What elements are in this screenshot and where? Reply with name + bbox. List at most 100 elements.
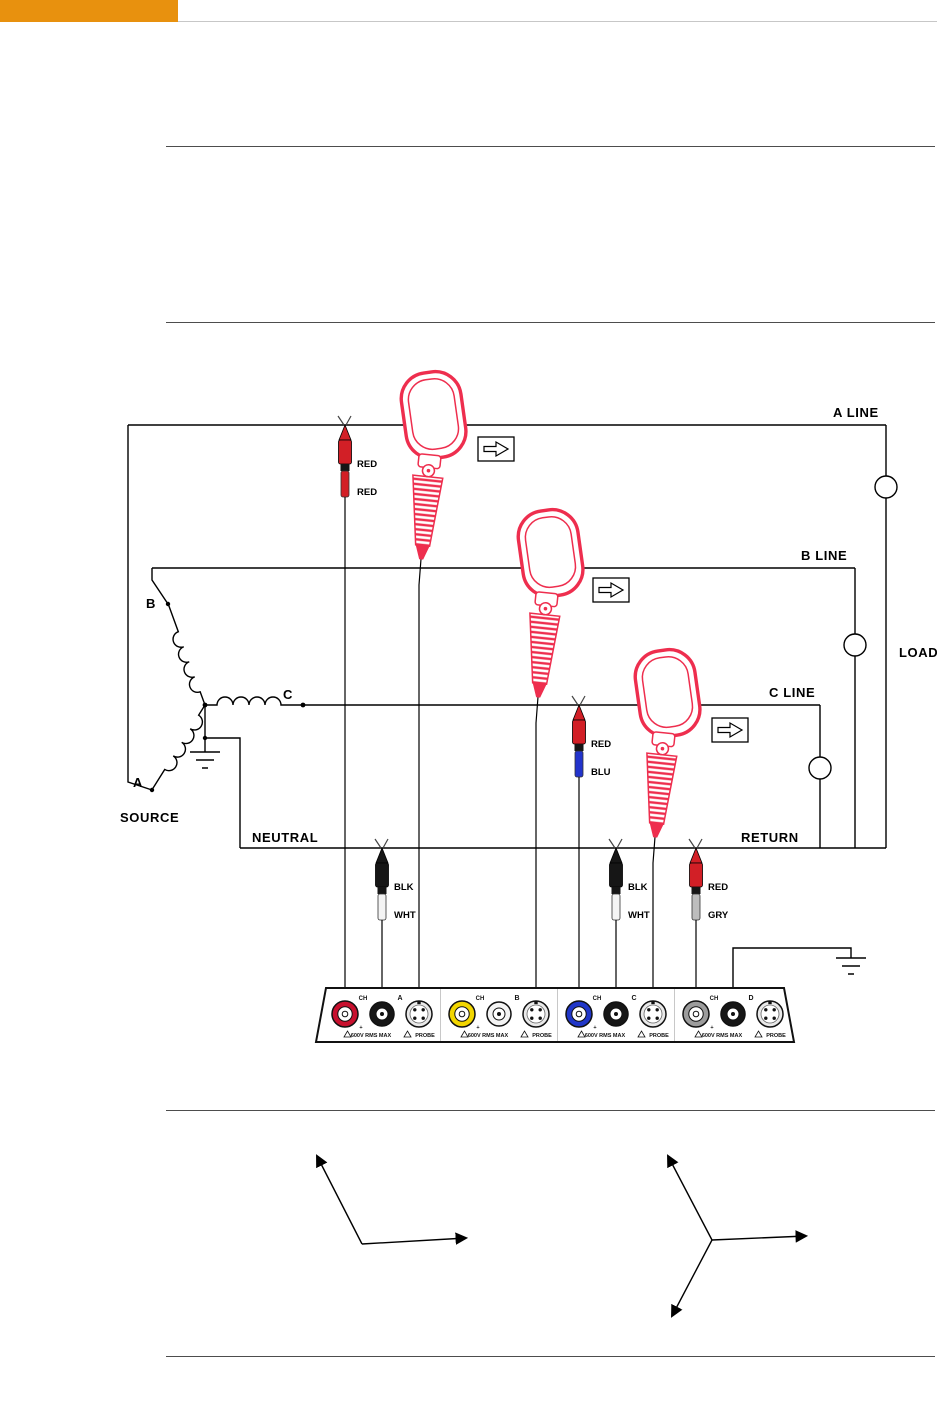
rating-label: 600V RMS MAX	[351, 1033, 392, 1039]
wire-phase-a-feed	[127, 425, 153, 791]
junction-dot	[149, 787, 155, 793]
probe-lead-label: BLU	[591, 767, 611, 778]
warning-icon	[694, 1030, 703, 1038]
channel-letter: D	[748, 995, 753, 1002]
channel-label: CH	[476, 996, 485, 1002]
channel-letter: A	[397, 995, 402, 1002]
probe-lead-label: WHT	[394, 910, 416, 921]
probe-port-label: PROBE	[766, 1033, 786, 1039]
probe-lead-label: GRY	[708, 910, 729, 921]
phasor-vector	[671, 1239, 713, 1318]
probe-clip-label: RED	[357, 459, 377, 470]
warning-icon	[460, 1030, 469, 1038]
warning-icon	[520, 1030, 529, 1038]
plus-mark: +	[359, 1025, 362, 1031]
phasor-vector	[316, 1154, 363, 1245]
clip-jaws	[608, 838, 623, 849]
junction-dot	[300, 702, 306, 708]
label-phase-c: C	[283, 687, 293, 702]
direction-arrow-c	[711, 717, 749, 743]
panel-channel-d: + CH D 600V RMS MAX PROBE	[682, 995, 786, 1039]
header-rule	[0, 21, 937, 22]
current-clamp-line-a	[377, 360, 480, 565]
clamp-a-cable	[418, 558, 422, 1001]
voltage-probe-line-c: RED BLU	[571, 695, 611, 1001]
phasor-diagram-right	[667, 1154, 809, 1318]
clip-jaws	[688, 838, 703, 849]
ground-symbol-earth	[836, 957, 866, 975]
voltage-probe-neutral-c: BLK WHT	[608, 838, 650, 1001]
label-source: SOURCE	[120, 810, 179, 825]
winding-phase-a	[151, 704, 206, 791]
label-a-line: A LINE	[833, 405, 879, 420]
warning-icon	[343, 1030, 352, 1038]
phasor-diagram-left	[316, 1154, 469, 1245]
winding-phase-b	[167, 604, 206, 706]
direction-arrow-b	[592, 577, 630, 603]
winding-phase-c	[205, 696, 303, 706]
clip-jaws	[374, 838, 389, 849]
probe-port-label: PROBE	[532, 1033, 552, 1039]
label-b-line: B LINE	[801, 548, 847, 563]
section-divider-2	[166, 322, 935, 323]
channel-letter: B	[514, 995, 519, 1002]
plus-mark: +	[710, 1025, 713, 1031]
label-phase-a: A	[133, 775, 143, 790]
channel-label: CH	[593, 996, 602, 1002]
warning-icon	[403, 1030, 412, 1038]
wire-phase-b-feed	[151, 568, 169, 605]
probe-clip-label: RED	[708, 882, 728, 893]
probe-clip-label: BLK	[394, 882, 414, 893]
clamp-b-cable	[535, 696, 539, 1001]
warning-icon	[577, 1030, 586, 1038]
plus-mark: +	[476, 1025, 479, 1031]
label-return: RETURN	[741, 830, 799, 845]
label-neutral: NEUTRAL	[252, 830, 318, 845]
clip-jaws	[337, 415, 352, 426]
panel-channel-a: + CH A 600V RMS MAX PROBE	[331, 995, 435, 1039]
panel-channel-b: + CH B 600V RMS MAX PROBE	[448, 995, 552, 1039]
ground-symbol-source	[190, 705, 220, 769]
probe-lead-label: WHT	[628, 910, 650, 921]
circuit-wires	[127, 424, 898, 988]
phasor-vector	[667, 1154, 713, 1241]
direction-arrow-a	[477, 436, 515, 462]
label-phase-b: B	[146, 596, 156, 611]
clip-jaws	[571, 695, 586, 706]
warning-icon	[637, 1030, 646, 1038]
section-divider-3	[166, 1110, 935, 1111]
current-clamp-line-c	[611, 638, 714, 843]
panel-channel-c: + CH C 600V RMS MAX PROBE	[565, 995, 669, 1039]
rating-label: 600V RMS MAX	[702, 1033, 743, 1039]
probe-clip-label: BLK	[628, 882, 648, 893]
phasor-vector	[711, 1230, 809, 1243]
load-element-a	[874, 475, 898, 499]
voltage-probe-line-a: RED RED	[337, 415, 377, 1001]
input-panel: + CH A 600V RMS MAX PROBE	[314, 987, 796, 1043]
load-element-c	[808, 756, 832, 780]
channel-label: CH	[359, 996, 368, 1002]
label-c-line: C LINE	[769, 685, 815, 700]
section-divider-4	[166, 1356, 935, 1357]
probe-clip-label: RED	[591, 739, 611, 750]
channel-letter: C	[631, 995, 636, 1002]
rating-label: 600V RMS MAX	[585, 1033, 626, 1039]
probe-lead-label: RED	[357, 487, 377, 498]
clamp-c-cable	[652, 836, 656, 1001]
rating-label: 600V RMS MAX	[468, 1033, 509, 1039]
probe-port-label: PROBE	[649, 1033, 669, 1039]
wire-earth-ground	[732, 947, 852, 988]
phasor-vector	[361, 1232, 469, 1245]
load-element-b	[843, 633, 867, 657]
voltage-probe-return-d: RED GRY	[688, 838, 729, 1001]
source-wye	[149, 601, 306, 793]
wire-neutral-feed	[205, 737, 241, 848]
voltage-probe-neutral-a: BLK WHT	[374, 838, 416, 1001]
probe-port-label: PROBE	[415, 1033, 435, 1039]
panel-dividers	[440, 989, 675, 1041]
current-clamp-line-b	[494, 498, 597, 703]
plus-mark: +	[593, 1025, 596, 1031]
junction-dot	[165, 601, 171, 607]
